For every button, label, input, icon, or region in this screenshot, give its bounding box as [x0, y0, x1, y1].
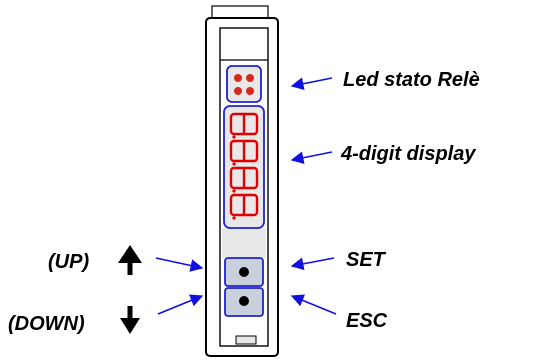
label-up: (UP) — [48, 251, 89, 273]
display-digit — [229, 166, 259, 193]
pointer-arrow-down — [157, 294, 204, 315]
display-digits — [229, 112, 259, 220]
label-4-digit-display: 4-digit display — [340, 143, 476, 165]
display-digit — [229, 193, 259, 220]
label-set: SET — [346, 249, 387, 271]
blank-panel — [222, 228, 266, 258]
label-esc: ESC — [346, 310, 388, 332]
display-decimal-point — [232, 216, 236, 220]
esc-button-dot — [239, 296, 249, 306]
display-decimal-point — [232, 135, 236, 139]
relay-led-module — [226, 65, 262, 103]
label-led-status: Led stato Relè — [343, 69, 480, 91]
display-digit — [229, 112, 259, 139]
up-arrow-icon — [118, 245, 142, 275]
display-decimal-point — [232, 162, 236, 166]
pointer-arrow-up — [155, 257, 204, 272]
relay-led — [246, 74, 254, 82]
pointer-arrow-led — [290, 77, 333, 91]
pointer-arrow-set — [290, 257, 335, 271]
relay-led — [246, 87, 254, 95]
pointer-arrow-display — [290, 151, 333, 165]
down-arrow-icon — [120, 306, 140, 334]
label-down: (DOWN) — [8, 313, 85, 335]
display-decimal-point — [232, 189, 236, 193]
bottom-slot — [235, 335, 257, 345]
relay-led — [234, 74, 242, 82]
pointer-arrow-esc — [290, 294, 337, 315]
relay-led — [234, 87, 242, 95]
display-digit — [229, 139, 259, 166]
set-button-dot — [239, 267, 249, 277]
